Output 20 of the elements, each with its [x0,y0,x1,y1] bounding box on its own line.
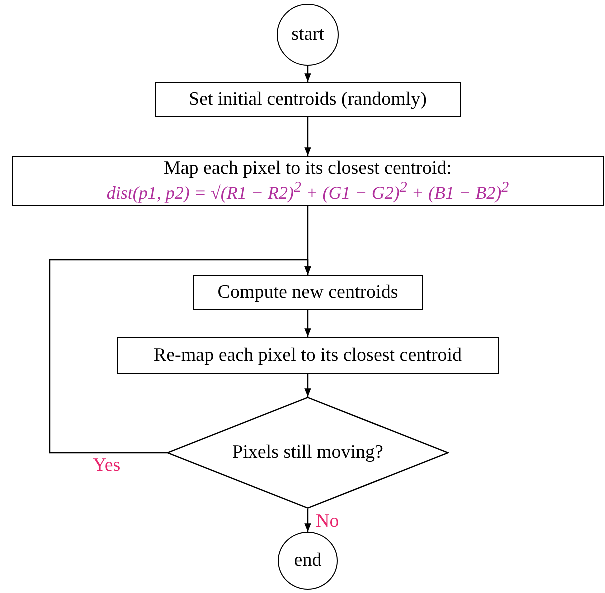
decision-diamond [167,397,449,509]
arrow [304,117,312,156]
formula: dist(p1, p2) = √(R1 − R2)$^{2}$ + (G1 − G2)$^{2}$ + (B1 − B2)$^{2}$ [106,180,510,204]
process-box [12,156,604,206]
arrow [304,66,312,82]
arrow [304,374,312,397]
process-box [193,275,423,310]
process-box [155,82,461,117]
arrow [304,509,312,532]
node-label: Compute new centroids [218,282,398,304]
node-label: Set initial centroids (randomly) [189,88,427,110]
node-label: Re-map each pixel to its closest centroid [154,344,462,366]
node-label: start [292,24,324,46]
arrow [49,259,312,454]
node-label: Map each pixel to its closest centroid: [164,158,452,180]
edge-label: No [315,512,340,533]
node-label: Pixels still moving? [232,442,384,464]
process-box [117,337,499,374]
node-label: end [294,550,322,572]
arrow [304,310,312,337]
